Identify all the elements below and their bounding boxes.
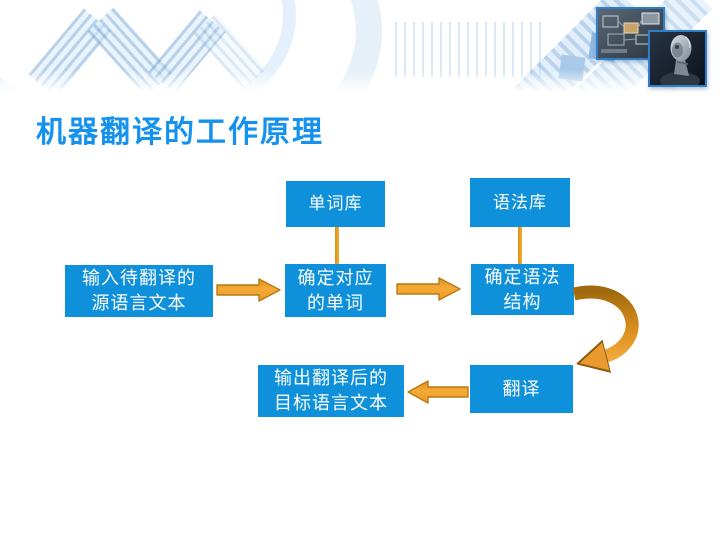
flow-box-label: 单词库 bbox=[308, 194, 363, 214]
flow-box-label: 输出翻译后的 目标语言文本 bbox=[274, 368, 388, 413]
flow-box-output-target: 输出翻译后的 目标语言文本 bbox=[258, 365, 404, 417]
slide-title: 机器翻译的工作原理 bbox=[36, 116, 324, 150]
flow-box-label: 确定语法 结构 bbox=[484, 266, 561, 312]
connector-word-library-line bbox=[335, 227, 339, 264]
flow-box-label: 翻译 bbox=[502, 378, 541, 399]
flow-box-label: 语法库 bbox=[493, 192, 547, 212]
decor-vertical-stripes bbox=[395, 22, 545, 77]
flow-box-word-library: 单词库 bbox=[286, 181, 385, 227]
flow-box-translate: 翻译 bbox=[470, 365, 573, 413]
arrow-right-input-to-words bbox=[216, 278, 281, 302]
flow-box-label: 输入待翻译的 源语言文本 bbox=[82, 268, 196, 313]
arrow-curved-grammar-to-translate bbox=[572, 285, 639, 380]
flow-box-grammar-library: 语法库 bbox=[470, 178, 570, 227]
robot-head-photo bbox=[648, 30, 707, 87]
arrow-right-words-to-grammar bbox=[396, 277, 461, 301]
connector-grammar-library-line bbox=[518, 227, 522, 264]
decor-square bbox=[558, 54, 586, 82]
flow-box-determine-words: 确定对应 的单词 bbox=[285, 264, 386, 317]
header-decoration-band bbox=[0, 0, 720, 92]
flow-box-determine-grammar: 确定语法 结构 bbox=[471, 264, 574, 315]
arrow-left-translate-to-output bbox=[407, 380, 469, 404]
flow-box-label: 确定对应 的单词 bbox=[297, 267, 374, 313]
flow-box-input-source: 输入待翻译的 源语言文本 bbox=[65, 265, 213, 317]
